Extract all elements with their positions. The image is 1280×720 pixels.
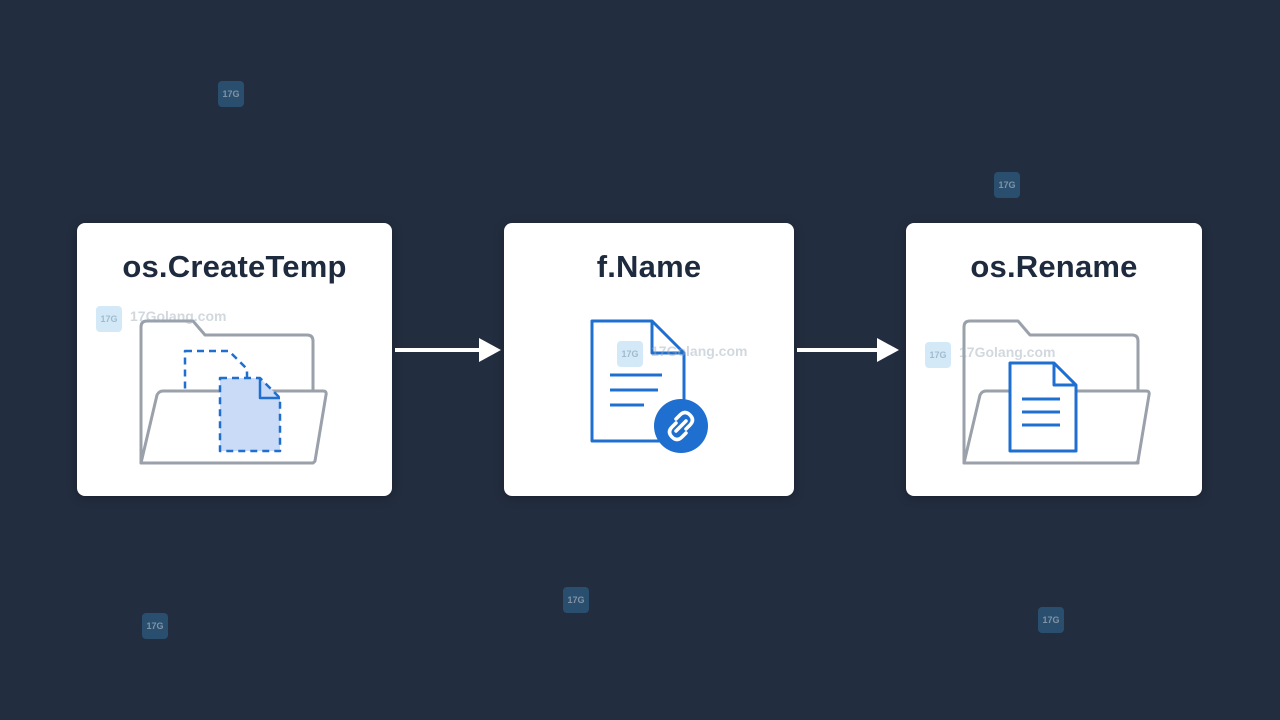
step-card-rename: os.Rename [906,223,1202,496]
arrow-right-icon [395,338,501,362]
step-card-create-temp: os.CreateTemp [77,223,392,496]
arrow-right-icon [797,338,899,362]
file-link-icon [590,319,708,453]
step-card-name: f.Name [504,223,794,496]
step-title-create-temp: os.CreateTemp [122,249,347,284]
temp-folder-icon [139,319,328,465]
step-title-rename: os.Rename [970,249,1138,284]
step-title-name: f.Name [596,249,702,284]
folder-file-icon [962,319,1151,465]
